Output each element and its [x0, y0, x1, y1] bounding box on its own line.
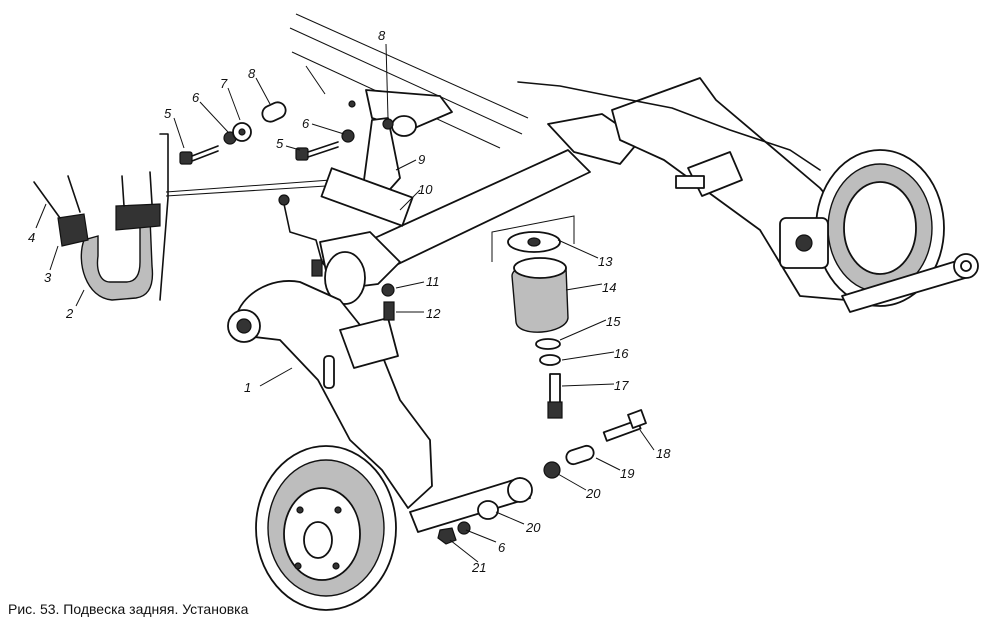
callout-9: 9	[418, 152, 425, 167]
callout-6-lower: 6	[498, 540, 506, 555]
callout-13: 13	[598, 254, 613, 269]
left-brake-drum	[255, 445, 397, 611]
callout-7: 7	[220, 76, 228, 91]
figure-caption: Рис. 53. Подвеска задняя. Установка	[8, 601, 249, 617]
bump-stop-assembly	[491, 215, 575, 419]
callout-12: 12	[426, 306, 441, 321]
nut-11-bolt-12	[381, 283, 395, 321]
callout-16: 16	[614, 346, 629, 361]
callout-11: 11	[426, 274, 440, 289]
right-shock-absorber	[841, 253, 979, 313]
right-brake-drum	[779, 149, 945, 307]
callout-2: 2	[65, 306, 74, 321]
brake-hose-detail	[33, 133, 169, 301]
upper-bracket	[320, 89, 453, 227]
callout-leaders	[35, 43, 655, 563]
callout-3: 3	[44, 270, 52, 285]
callout-19: 19	[620, 466, 634, 481]
callout-8-left: 8	[248, 66, 256, 81]
left-trailing-arm	[227, 280, 433, 509]
bolt-5-lower	[295, 129, 355, 161]
callout-10: 10	[418, 182, 433, 197]
callout-14: 14	[602, 280, 616, 295]
callout-4: 4	[28, 230, 35, 245]
callout-5-lower: 5	[276, 136, 284, 151]
callout-20-upper: 20	[585, 486, 601, 501]
callout-1: 1	[244, 380, 251, 395]
callout-8-top: 8	[378, 28, 386, 43]
callout-21: 21	[471, 560, 486, 575]
callout-15: 15	[606, 314, 621, 329]
callout-6-upper: 6	[192, 90, 200, 105]
callout-17: 17	[614, 378, 629, 393]
shock-mount-fasteners	[543, 409, 647, 479]
callout-6-middle: 6	[302, 116, 310, 131]
callout-18: 18	[656, 446, 671, 461]
bolt-5-upper	[179, 101, 287, 165]
brake-pipe	[278, 81, 821, 277]
callout-5-upper: 5	[164, 106, 172, 121]
callout-labels: 1 2 3 4 5 5 6 6 6 7 8 8 9 10 11 12 13 14…	[28, 28, 671, 575]
left-shock-absorber	[409, 477, 533, 545]
callout-20-lower: 20	[525, 520, 541, 535]
